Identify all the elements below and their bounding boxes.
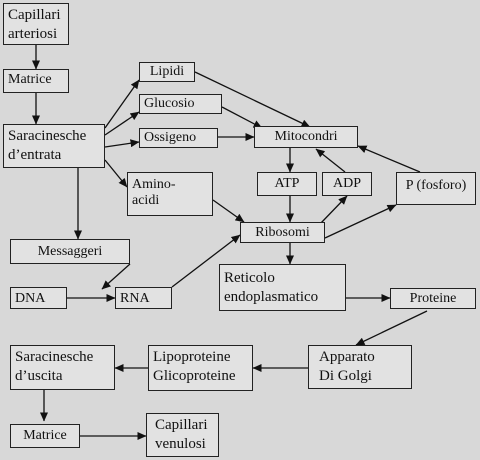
node-saracinesche-entrata: Saracinesche d’entrata [3, 124, 105, 168]
arrow-saracinesche-to-amminoacidi [104, 159, 128, 188]
arrow-saracinesche-to-lipidi [104, 79, 140, 129]
arrow-rna-to-ribosomi [171, 234, 241, 288]
arrow-saracinesche-to-ossigeno [104, 139, 140, 148]
node-ossigeno: Ossigeno [139, 128, 218, 148]
node-fosforo: P (fosforo) [396, 172, 476, 205]
arrow-lipidi-to-mitocondri [194, 71, 311, 128]
node-proteine: Proteine [390, 288, 476, 309]
arrow-saracinesche-to-glucosio [104, 111, 140, 136]
node-lipoproteine-glicoproteine: Lipoproteine Glicoproteine [148, 345, 253, 391]
node-capillari-venulosi: Capillari venulosi [146, 413, 219, 457]
node-matrice-in: Matrice [3, 69, 69, 93]
node-ribosomi: Ribosomi [240, 222, 325, 243]
arrow-messaggeri-to-dna [101, 263, 131, 290]
arrow-proteine-to-golgi [355, 310, 428, 346]
arrow-adp-to-mitocondri [315, 148, 346, 173]
arrow-ribosomi-to-adp [319, 195, 348, 225]
arrow-ribosomi-to-fosforo [324, 204, 397, 239]
node-messaggeri: Messaggeri [10, 239, 130, 264]
node-dna: DNA [10, 287, 67, 309]
node-matrice-out: Matrice [10, 424, 80, 448]
node-capillari-arteriosi: Capillari arteriosi [3, 3, 69, 45]
node-apparato-golgi: Apparato Di Golgi [308, 345, 412, 389]
node-lipidi: Lipidi [139, 62, 195, 82]
node-reticolo-endoplasmatico: Reticolo endoplasmatico [219, 264, 346, 311]
node-saracinesche-uscita: Saracinesche d’uscita [10, 345, 115, 390]
node-atp: ATP [257, 172, 317, 196]
node-mitocondri: Mitocondri [254, 126, 358, 148]
arrow-fosforo-to-mitocondri [357, 145, 421, 173]
node-adp: ADP [322, 172, 372, 196]
arrow-glucosio-to-mitocondri [221, 106, 263, 129]
node-glucosio: Glucosio [139, 94, 222, 114]
node-amminoacidi: Amino- acidi [127, 172, 213, 216]
node-rna: RNA [115, 287, 172, 309]
arrow-amminoacidi-to-ribosomi [212, 199, 245, 223]
